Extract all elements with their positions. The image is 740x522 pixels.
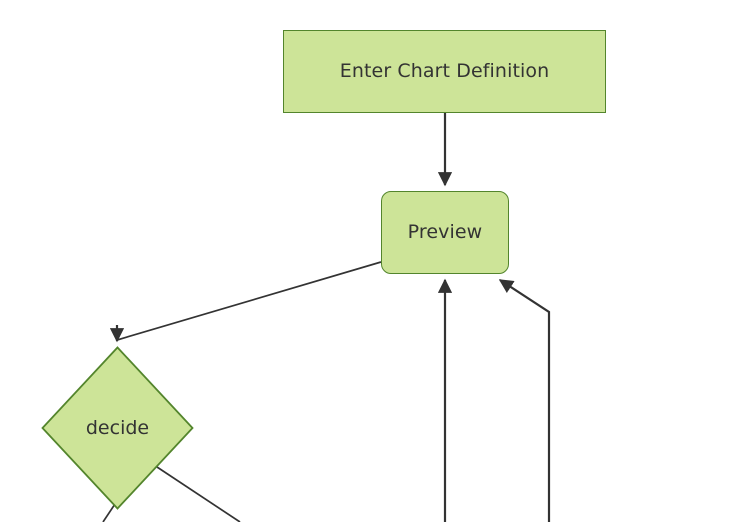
node-label-enter-chart-definition: Enter Chart Definition	[339, 60, 550, 83]
edge-return-right-to-preview	[498, 279, 551, 522]
edge-preview-to-decide	[116, 261, 382, 341]
edge-decide-right-out	[156, 466, 241, 522]
node-enter-chart-definition[interactable]: Enter Chart Definition	[283, 30, 606, 113]
node-label-preview: Preview	[407, 221, 483, 244]
decide-diamond-shape	[41, 346, 194, 510]
node-decide[interactable]: decide	[41, 346, 194, 510]
node-preview[interactable]: Preview	[381, 191, 509, 274]
